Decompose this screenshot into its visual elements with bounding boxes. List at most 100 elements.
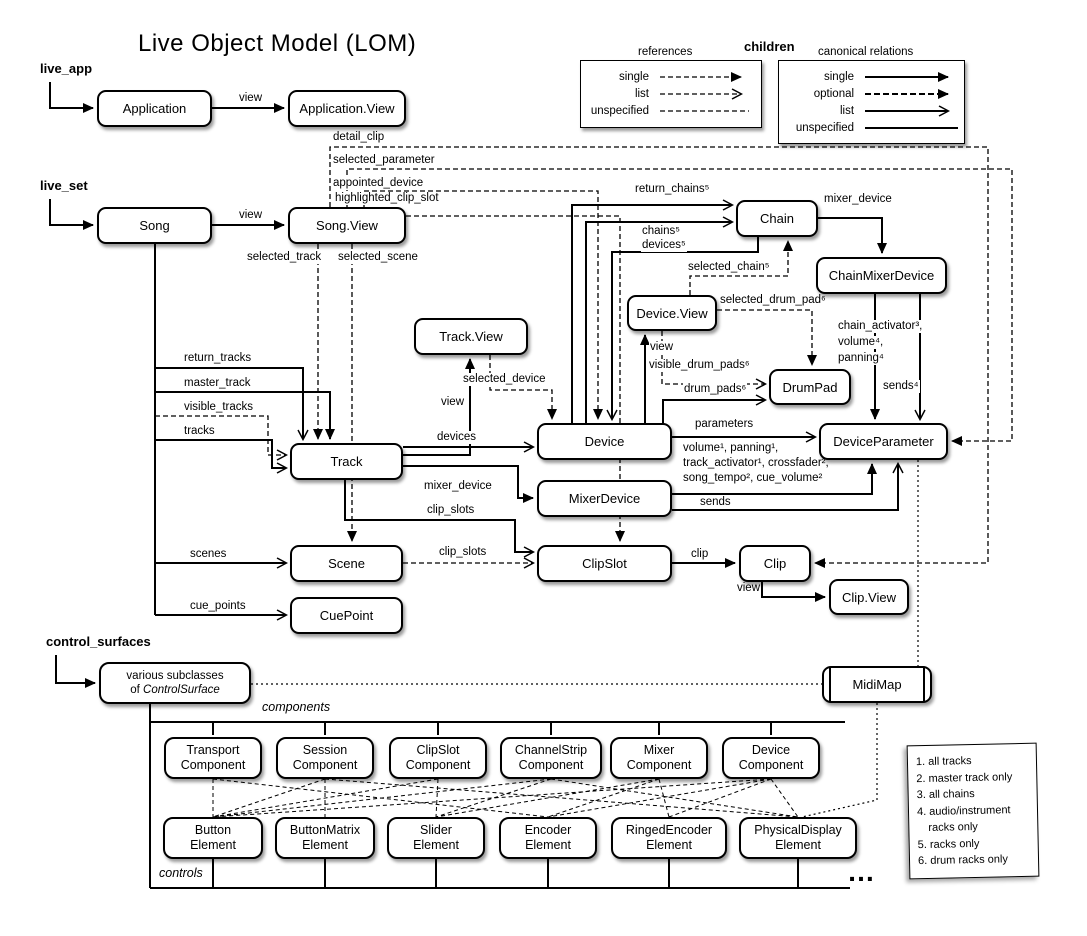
edge-label-mixer-device-track: mixer_device bbox=[423, 480, 493, 494]
edge-label-volume4: volume⁴, bbox=[837, 336, 885, 350]
legend-label-list-canonical: list bbox=[840, 104, 855, 117]
edge-label-view-song: view bbox=[238, 209, 264, 223]
node-chain: Chain bbox=[736, 200, 818, 237]
footnotes-box: 1. all tracks 2. master track only 3. al… bbox=[906, 742, 1040, 879]
wire-selected-drum-pad bbox=[717, 309, 817, 366]
node-song: Song bbox=[97, 207, 212, 244]
edge-label-selected-device: selected_device bbox=[462, 373, 547, 387]
edge-label-scenes: scenes bbox=[189, 548, 228, 562]
wire-view-track bbox=[403, 358, 475, 456]
root-live-set: live_set bbox=[40, 178, 88, 193]
node-application: Application bbox=[97, 90, 212, 127]
node-device-parameter: DeviceParameter bbox=[819, 423, 948, 460]
edge-label-view-application: view bbox=[238, 92, 264, 106]
legend-canonical-title: canonical relations bbox=[816, 46, 916, 58]
node-clip-slot: ClipSlot bbox=[537, 545, 672, 582]
node-drum-pad: DrumPad bbox=[769, 369, 851, 405]
footnote-6: 6. drum racks only bbox=[917, 853, 1009, 868]
legend-row-optional-canonical: optional bbox=[785, 85, 958, 102]
edge-label-mixer-params-2: track_activator¹, crossfader², bbox=[682, 457, 830, 471]
legend-label-unspecified-canonical: unspecified bbox=[795, 121, 855, 134]
edge-label-sends: sends bbox=[699, 496, 732, 510]
edge-label-mixer-params-3: song_tempo², cue_volume² bbox=[682, 472, 824, 486]
legend-sample-list-reference-arrow bbox=[660, 87, 753, 101]
edge-label-highlighted-clip-slot: highlighted_clip_slot bbox=[334, 192, 440, 206]
edge-label-panning4: panning⁴ bbox=[837, 352, 885, 366]
edge-label-clip-slots-track: clip_slots bbox=[426, 504, 476, 518]
node-channel-strip-component: ChannelStrip Component bbox=[500, 737, 602, 779]
legend-references: single list unspecified bbox=[580, 60, 762, 128]
node-clip: Clip bbox=[739, 545, 811, 582]
wire-mixer-params bbox=[672, 463, 877, 495]
wire-detail-clip bbox=[329, 146, 989, 568]
edge-label-parameters: parameters bbox=[694, 418, 755, 432]
edge-label-selected-track: selected_track bbox=[246, 251, 323, 265]
wire-selected-device bbox=[489, 355, 557, 420]
edge-label-selected-scene: selected_scene bbox=[337, 251, 419, 265]
edge-label-mixer-device-chain: mixer_device bbox=[823, 193, 893, 207]
wire-control-surfaces-root bbox=[55, 655, 96, 688]
node-cue-point: CuePoint bbox=[290, 597, 403, 634]
wire-component-stubs bbox=[212, 722, 772, 735]
edge-label-clip: clip bbox=[690, 548, 710, 562]
legend-label-list-ref: list bbox=[634, 88, 649, 100]
legend-sample-unspecified-canonical-line bbox=[865, 126, 958, 129]
legend-row-single-ref: single bbox=[587, 69, 755, 86]
edge-label-controls: controls bbox=[159, 866, 203, 880]
wire-clip-slots-track bbox=[344, 480, 533, 552]
edge-label-chains: chains⁵ bbox=[641, 225, 682, 239]
legend-row-single-canonical: single bbox=[785, 68, 958, 85]
edge-label-return-tracks: return_tracks bbox=[183, 352, 253, 366]
node-slider-element: Slider Element bbox=[387, 817, 485, 859]
legend-sample-single-reference-arrow bbox=[660, 72, 742, 82]
node-mixer-device: MixerDevice bbox=[537, 480, 672, 517]
node-song-view: Song.View bbox=[288, 207, 406, 244]
wire-drum-pads bbox=[662, 400, 765, 423]
edge-label-view-device: view bbox=[649, 341, 675, 355]
node-midi-map: MidiMap bbox=[822, 666, 932, 703]
edge-label-view-track: view bbox=[440, 396, 466, 410]
edge-label-return-chains: return_chains⁵ bbox=[634, 183, 711, 197]
edge-label-devices: devices bbox=[436, 431, 477, 445]
node-track: Track bbox=[290, 443, 403, 480]
node-control-surface: various subclasses of ControlSurface bbox=[99, 662, 251, 704]
node-track-view: Track.View bbox=[414, 318, 528, 355]
legend-label-single-ref: single bbox=[618, 71, 649, 83]
control-surface-class-name: ControlSurface bbox=[143, 684, 220, 696]
edge-label-sends4: sends⁴ bbox=[882, 380, 920, 394]
wire-sends bbox=[672, 464, 898, 511]
node-clip-slot-component: ClipSlot Component bbox=[389, 737, 487, 779]
edge-label-mixer-params-1: volume¹, panning¹, bbox=[682, 442, 780, 456]
legend-row-unspecified-canonical: unspecified bbox=[785, 119, 958, 136]
control-surface-line2: of ControlSurface bbox=[130, 683, 220, 697]
wire-mixer-device-chain bbox=[818, 217, 887, 254]
node-device-component: Device Component bbox=[722, 737, 820, 779]
node-mixer-component: Mixer Component bbox=[610, 737, 708, 779]
edge-label-devices5: devices⁵ bbox=[641, 239, 687, 253]
edge-label-visible-drum-pads: visible_drum_pads⁶ bbox=[648, 359, 751, 373]
page-title: Live Object Model (LOM) bbox=[138, 30, 417, 57]
node-transport-component: Transport Component bbox=[164, 737, 262, 779]
legend-label-single-canonical: single bbox=[824, 70, 855, 83]
legend-sample-single-canonical-arrow bbox=[865, 71, 950, 82]
wire-midimap-elements bbox=[801, 703, 878, 818]
root-control-surfaces: control_surfaces bbox=[46, 634, 151, 649]
node-scene: Scene bbox=[290, 545, 403, 582]
wire-visible-drum-pads bbox=[661, 331, 765, 384]
edge-label-selected-parameter: selected_parameter bbox=[332, 154, 436, 168]
wire-chains bbox=[585, 222, 732, 423]
wire-mixer-device-track bbox=[403, 465, 534, 503]
legend-sample-unspecified-reference-line bbox=[660, 110, 749, 112]
edge-label-appointed-device: appointed_device bbox=[332, 177, 425, 191]
root-live-app: live_app bbox=[40, 61, 93, 76]
wire-view-clip bbox=[761, 582, 826, 602]
node-application-view: Application.View bbox=[288, 90, 406, 127]
edge-label-selected-chain: selected_chain⁵ bbox=[687, 261, 771, 275]
edge-label-components: components bbox=[262, 700, 331, 714]
control-surface-line1: various subclasses bbox=[126, 669, 224, 682]
wire-visible-tracks bbox=[155, 415, 286, 455]
node-device-view: Device.View bbox=[627, 295, 717, 331]
edge-label-clip-slots-scene: clip_slots bbox=[438, 546, 488, 560]
wire-live-app-root bbox=[49, 82, 94, 113]
